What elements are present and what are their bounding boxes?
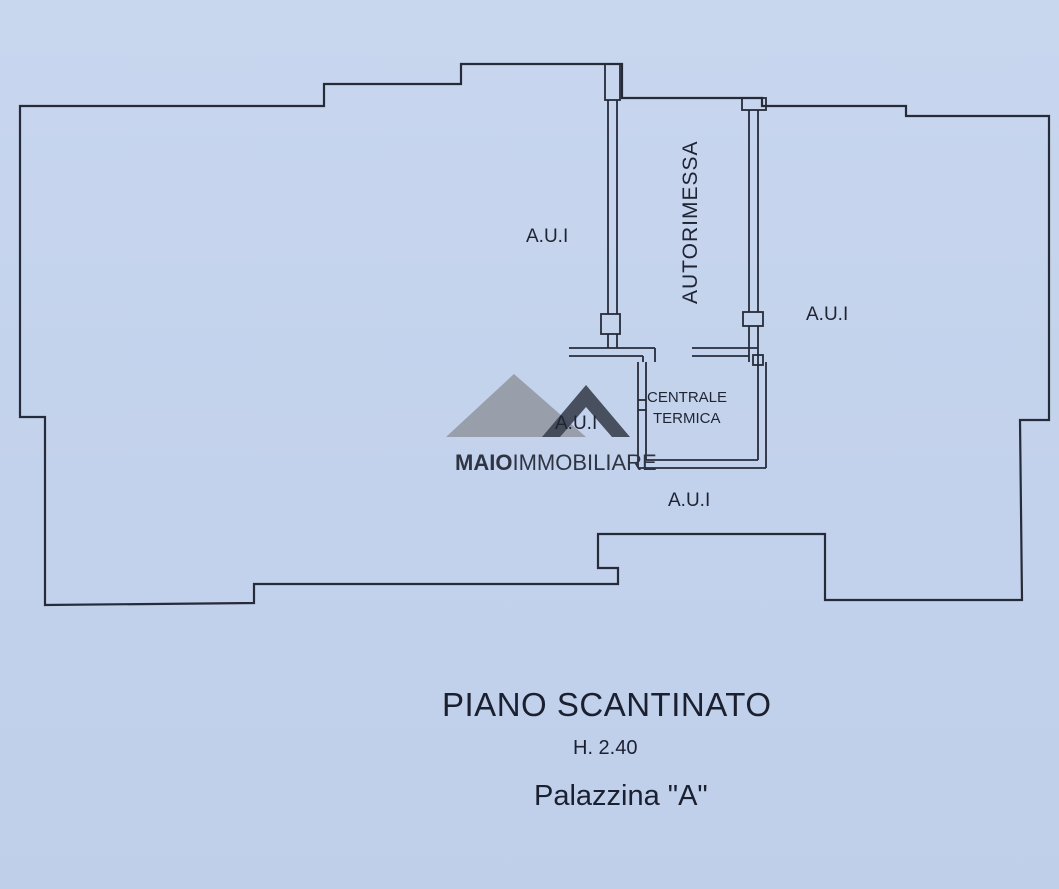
boiler-room-walls <box>637 362 767 469</box>
logo-brand-bold: MAIO <box>455 450 512 475</box>
logo-grey-roof-icon <box>446 374 586 437</box>
logo-wordmark: MAIOIMMOBILIARE <box>455 450 657 475</box>
building-name: Palazzina "A" <box>534 780 708 812</box>
ceiling-height: H. 2.40 <box>573 737 638 759</box>
room-label-aui-center: A.U.I <box>555 413 597 434</box>
plan-title: PIANO SCANTINATO <box>442 686 772 723</box>
garage-left-wall <box>600 63 621 348</box>
outer-perimeter <box>18 62 1051 607</box>
room-label-aui-right: A.U.I <box>806 304 848 325</box>
room-label-aui-bottom: A.U.I <box>668 490 710 511</box>
garage-front-wall <box>569 347 758 362</box>
garage-right-wall <box>741 97 767 366</box>
logo-dark-roof-icon <box>542 385 630 437</box>
logo-brand-light: IMMOBILIARE <box>512 450 656 475</box>
room-label-garage: AUTORIMESSA <box>679 141 702 304</box>
room-label-boiler-line-1: CENTRALE <box>647 389 727 406</box>
room-label-boiler-line-2: TERMICA <box>653 410 721 427</box>
room-label-aui-left: A.U.I <box>526 226 568 247</box>
agency-watermark: A.U.I MAIOIMMOBILIARE <box>446 374 657 475</box>
